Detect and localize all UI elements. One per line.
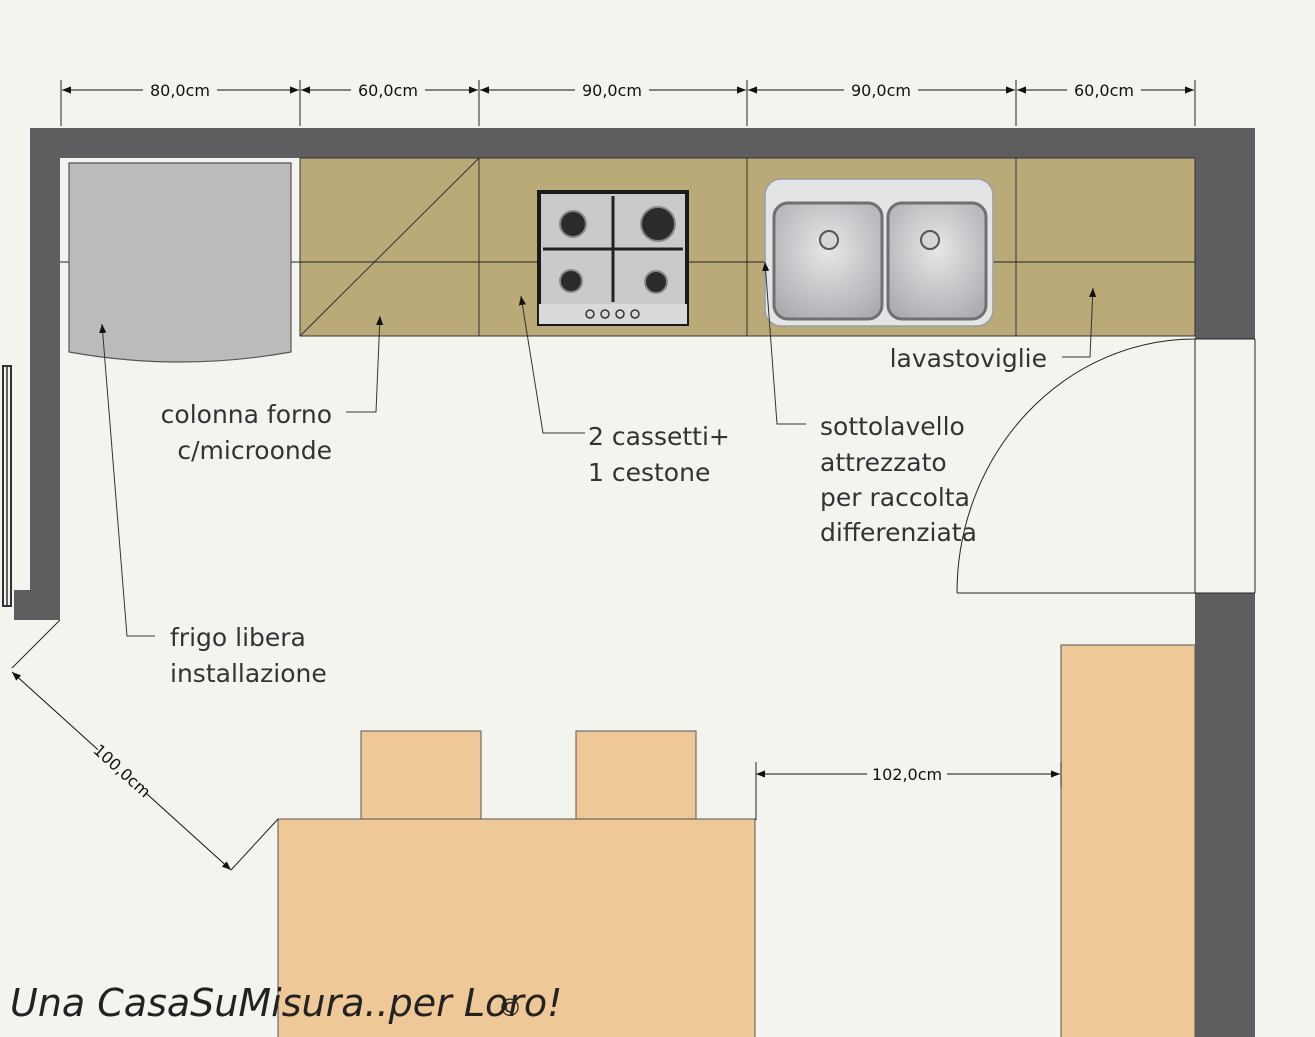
dim-oven-column: 80,0cm bbox=[150, 81, 210, 100]
label-under-sink-4: differenziata bbox=[820, 518, 977, 547]
wall-right-upper bbox=[1195, 128, 1255, 339]
annotations: colonna forno c/microonde 2 cassetti+ 1 … bbox=[161, 344, 1047, 688]
wall-left bbox=[14, 128, 60, 620]
label-oven-column-2: c/microonde bbox=[177, 436, 332, 465]
dim-hob-cabinet: 90,0cm bbox=[582, 81, 642, 100]
burner-icon bbox=[559, 269, 583, 293]
oven-column bbox=[68, 162, 292, 363]
walls bbox=[2, 128, 1255, 1037]
dining-table bbox=[277, 818, 756, 1037]
burner-icon bbox=[559, 210, 587, 238]
drain-icon bbox=[819, 230, 839, 250]
label-under-sink-2: attrezzato bbox=[820, 448, 947, 477]
dim-table-to-cabinet: 102,0cm bbox=[872, 765, 942, 784]
knob-icon bbox=[585, 309, 595, 319]
knob-icon bbox=[630, 309, 640, 319]
knob-icon bbox=[600, 309, 610, 319]
gas-hob bbox=[537, 190, 689, 326]
wall-right-lower bbox=[1195, 593, 1255, 1037]
copyright-symbol: © bbox=[498, 994, 522, 1022]
label-oven-column-1: colonna forno bbox=[161, 400, 332, 429]
label-under-sink-3: per raccolta bbox=[820, 483, 970, 512]
door bbox=[956, 338, 1256, 594]
brand-text: Una CasaSuMisura..per Loro! bbox=[10, 981, 562, 1025]
wall-top bbox=[30, 128, 1255, 158]
sink-bowl-left bbox=[772, 201, 884, 321]
watermark: Una CasaSuMisura..per Loro! © bbox=[10, 981, 562, 1025]
counter-dishwasher bbox=[1015, 157, 1196, 337]
sink-bowl-right bbox=[886, 201, 988, 321]
corner-diagonal bbox=[299, 157, 480, 337]
dim-diagonal-cabinet: 60,0cm bbox=[358, 81, 418, 100]
label-fridge-2: installazione bbox=[170, 659, 327, 688]
double-sink bbox=[764, 178, 994, 327]
burner-icon bbox=[640, 206, 676, 242]
dim-dishwasher: 60,0cm bbox=[1074, 81, 1134, 100]
chair bbox=[360, 730, 482, 820]
dining-area bbox=[277, 644, 1196, 1037]
leader-lines bbox=[99, 261, 1097, 637]
knob-icon bbox=[615, 309, 625, 319]
door-swing-arc bbox=[956, 338, 1196, 594]
dim-sink-cabinet: 90,0cm bbox=[851, 81, 911, 100]
burner-icon bbox=[644, 270, 668, 294]
label-drawers-2: 1 cestone bbox=[588, 458, 710, 487]
label-fridge-1: frigo libera bbox=[170, 623, 306, 652]
label-drawers-1: 2 cassetti+ bbox=[588, 422, 730, 451]
dim-fridge-to-table: 100,0cm bbox=[90, 740, 155, 801]
chair bbox=[575, 730, 697, 820]
label-under-sink-1: sottolavello bbox=[820, 412, 965, 441]
label-dishwasher: lavastoviglie bbox=[890, 344, 1047, 373]
drain-icon bbox=[920, 230, 940, 250]
side-cabinet bbox=[1060, 644, 1196, 1037]
